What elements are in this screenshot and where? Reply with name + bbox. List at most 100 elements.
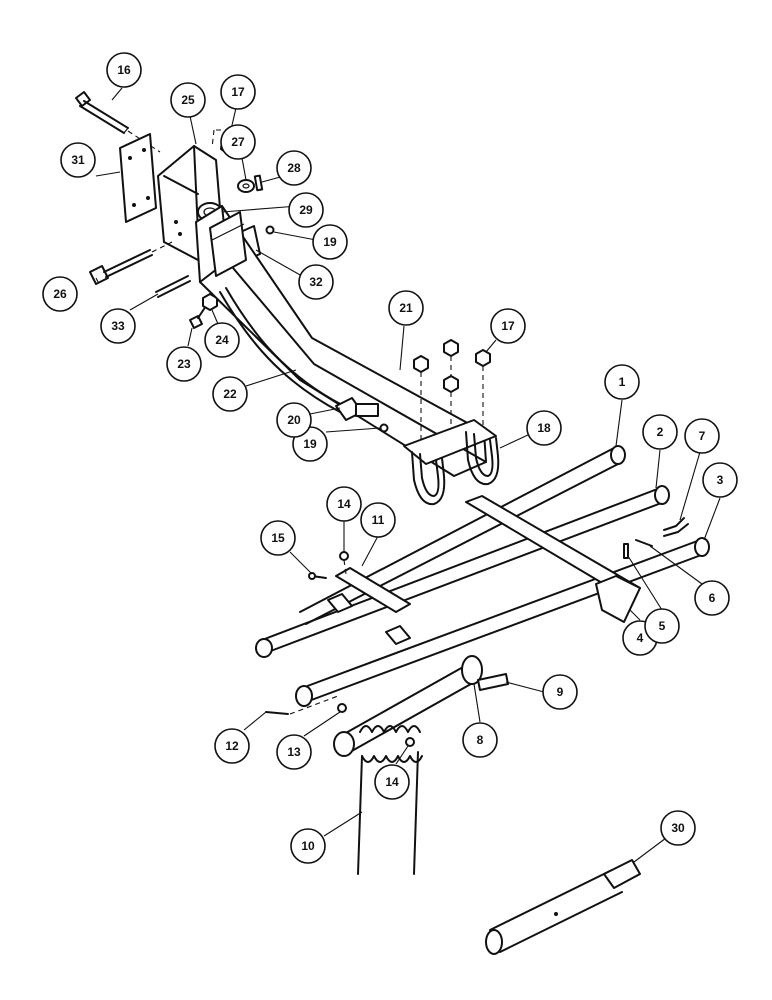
callout-14-upper: 14 bbox=[326, 486, 362, 522]
callout-29: 29 bbox=[288, 192, 324, 228]
callout-11: 11 bbox=[360, 502, 396, 538]
callout-10: 10 bbox=[290, 828, 326, 864]
part-12-bolt bbox=[265, 695, 339, 715]
callout-26-label: 26 bbox=[53, 287, 67, 301]
part-14-nut-lower bbox=[405, 737, 415, 747]
callout-29-label: 29 bbox=[299, 203, 313, 217]
part-7-clip bbox=[663, 517, 689, 537]
callout-17-upper-label: 17 bbox=[231, 85, 245, 99]
callout-1-label: 1 bbox=[619, 375, 626, 389]
callout-24-label: 24 bbox=[215, 333, 229, 347]
callout-13: 13 bbox=[276, 734, 312, 770]
part-26-bolt bbox=[89, 241, 173, 285]
part-24-nut bbox=[202, 293, 218, 311]
callout-18: 18 bbox=[526, 410, 562, 446]
callout-6-label: 6 bbox=[709, 591, 716, 605]
callout-3-label: 3 bbox=[717, 473, 724, 487]
leaders bbox=[95, 87, 721, 863]
callout-21: 21 bbox=[388, 290, 424, 326]
callout-30: 30 bbox=[660, 810, 696, 846]
part-main-front-tube bbox=[343, 661, 479, 753]
part-20-fitting bbox=[335, 397, 379, 421]
part-28-pin bbox=[253, 174, 264, 192]
callout-16-label: 16 bbox=[117, 63, 131, 77]
callout-27-label: 27 bbox=[231, 135, 245, 149]
callout-28-label: 28 bbox=[287, 161, 301, 175]
callout-24: 24 bbox=[204, 322, 240, 358]
callout-6: 6 bbox=[694, 580, 730, 616]
callout-31-label: 31 bbox=[71, 153, 85, 167]
callout-23-label: 23 bbox=[177, 357, 191, 371]
part-22-hose bbox=[219, 287, 345, 413]
callout-26: 26 bbox=[42, 276, 78, 312]
callout-10-label: 10 bbox=[301, 839, 315, 853]
callout-7-label: 7 bbox=[699, 429, 706, 443]
callout-4-label: 4 bbox=[637, 631, 644, 645]
part-23-grease-fitting bbox=[189, 305, 207, 329]
callout-25-label: 25 bbox=[181, 93, 195, 107]
callout-28: 28 bbox=[276, 150, 312, 186]
callout-19-lower-label: 19 bbox=[303, 437, 317, 451]
callout-15-label: 15 bbox=[271, 531, 285, 545]
callout-20: 20 bbox=[276, 402, 312, 438]
part-16-long-bolt bbox=[75, 91, 161, 153]
part-17-nuts-lower bbox=[413, 339, 491, 440]
callout-22: 22 bbox=[212, 376, 248, 412]
callout-8: 8 bbox=[462, 722, 498, 758]
callout-9: 9 bbox=[542, 674, 578, 710]
callout-18-label: 18 bbox=[537, 421, 551, 435]
callout-11-label: 11 bbox=[372, 513, 385, 527]
callout-5-label: 5 bbox=[659, 619, 666, 633]
callout-2: 2 bbox=[642, 414, 678, 450]
callout-32-label: 32 bbox=[309, 275, 323, 289]
callout-30-label: 30 bbox=[671, 821, 685, 835]
part-15-bolt bbox=[308, 572, 327, 580]
part-4-cross-bar bbox=[465, 495, 641, 623]
part-18-u-bolts bbox=[403, 419, 500, 506]
part-19-bolt-upper bbox=[265, 225, 275, 235]
callout-14-upper-label: 14 bbox=[337, 497, 351, 511]
callout-3: 3 bbox=[702, 462, 738, 498]
callout-13-label: 13 bbox=[287, 745, 301, 759]
callout-14-lower: 14 bbox=[374, 764, 410, 800]
part-10-spring bbox=[333, 725, 423, 875]
part-30-tube-extension bbox=[485, 859, 641, 955]
part-14-nut-upper bbox=[339, 551, 349, 575]
callout-33: 33 bbox=[100, 308, 136, 344]
callout-32: 32 bbox=[298, 264, 334, 300]
callout-17-upper: 17 bbox=[220, 74, 256, 110]
callout-9-label: 9 bbox=[557, 685, 564, 699]
callout-20-label: 20 bbox=[287, 413, 301, 427]
callout-7: 7 bbox=[684, 418, 720, 454]
callout-31: 31 bbox=[60, 142, 96, 178]
part-6-pin bbox=[635, 539, 653, 547]
callout-25: 25 bbox=[170, 82, 206, 118]
part-13-fitting bbox=[337, 703, 347, 713]
part-2-tube bbox=[255, 485, 670, 658]
callout-5: 5 bbox=[644, 608, 680, 644]
callout-17-lower: 17 bbox=[490, 308, 526, 344]
callout-22-label: 22 bbox=[223, 387, 237, 401]
part-33-pin bbox=[155, 275, 191, 298]
part-8-collar bbox=[461, 655, 509, 691]
callout-17-lower-label: 17 bbox=[501, 319, 515, 333]
callout-23: 23 bbox=[166, 346, 202, 382]
callout-33-label: 33 bbox=[111, 319, 125, 333]
callout-19-upper: 19 bbox=[312, 224, 348, 260]
callout-2-label: 2 bbox=[657, 425, 664, 439]
callout-27: 27 bbox=[220, 124, 256, 160]
callout-19-upper-label: 19 bbox=[323, 235, 337, 249]
part-27-washer bbox=[237, 179, 255, 193]
callout-21-label: 21 bbox=[399, 301, 413, 315]
part-19-bolt-lower bbox=[379, 423, 389, 433]
callout-16: 16 bbox=[106, 52, 142, 88]
part-31-mounting-plate bbox=[119, 133, 157, 223]
part-5-pin bbox=[623, 543, 629, 559]
callout-1: 1 bbox=[604, 364, 640, 400]
callout-14-lower-label: 14 bbox=[385, 775, 399, 789]
part-11-bracket-rail bbox=[327, 567, 411, 645]
callout-12: 12 bbox=[214, 728, 250, 764]
callout-15: 15 bbox=[260, 520, 296, 556]
callout-8-label: 8 bbox=[477, 733, 484, 747]
